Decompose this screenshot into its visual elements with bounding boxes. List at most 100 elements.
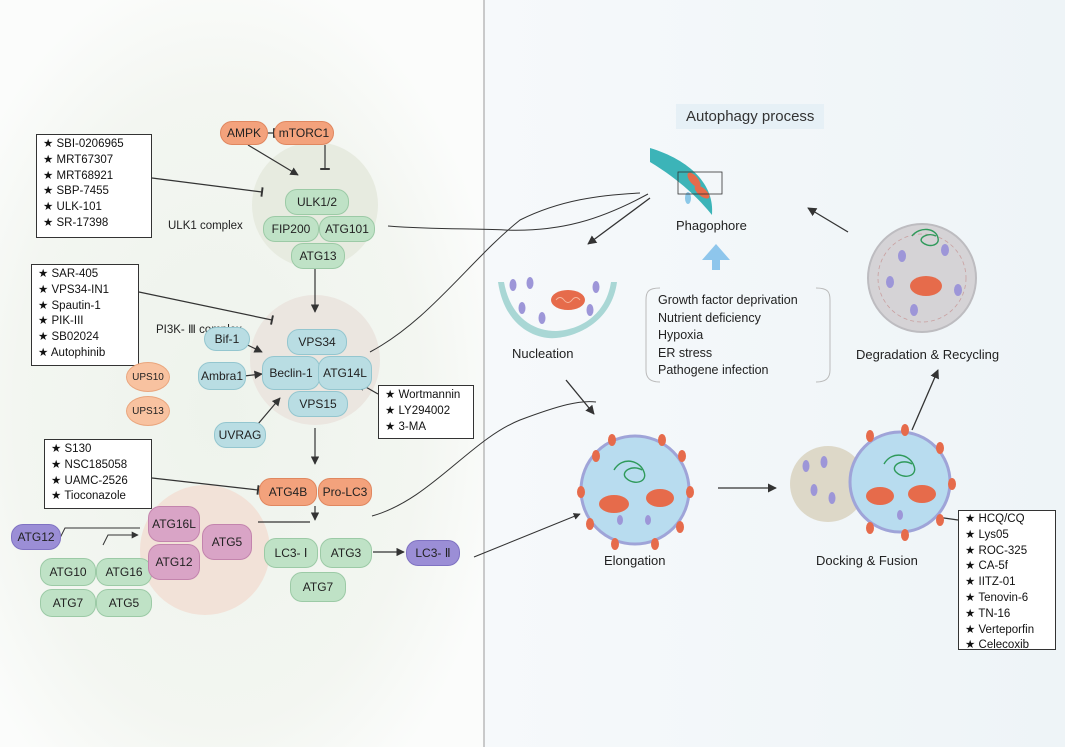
degradation-to-phagophore-arrow — [807, 207, 849, 233]
pi3k-to-phagophore-curve — [369, 192, 641, 353]
inhibitor-item: ★ CA-5f — [965, 560, 1008, 573]
inhibitor-item: ★ TN-16 — [965, 607, 1011, 620]
phagophore-icon — [650, 148, 723, 215]
atg3-node: ATG3 — [320, 538, 372, 568]
inhibitor-item: ★ ROC-325 — [965, 544, 1028, 557]
degradation-label: Degradation & Recycling — [856, 347, 1000, 362]
conditions-list: Growth factor deprivation Nutrient defic… — [658, 292, 798, 380]
atg101-node: ATG101 — [319, 216, 375, 242]
fip200-node: FIP200 — [263, 216, 319, 242]
ulk-inhibitor-box: ★ SBI-0206965 ★ MRT67307 ★ MRT68921 ★ SB… — [36, 134, 152, 238]
inhibitor-item: ★ PIK-III — [38, 315, 84, 328]
nucleation-label: Nucleation — [512, 346, 574, 361]
ups10-node: UPS10 — [126, 362, 170, 392]
docking-to-degradation-arrow — [911, 369, 939, 431]
phagophore-to-nucleation-arrow — [587, 197, 651, 245]
ampk-to-ulk — [247, 144, 299, 176]
inhibitor-item: ★ 3-MA — [385, 420, 426, 433]
diagram-title: Autophagy process — [676, 104, 825, 129]
inhibitor-item: ★ VPS34-IN1 — [38, 283, 110, 296]
pi3k-inhibitor-box: ★ Wortmannin ★ LY294002 ★ 3-MA — [378, 385, 474, 439]
phagophore-label: Phagophore — [676, 218, 747, 233]
inhibitor-item: ★ SB02024 — [38, 331, 99, 344]
uvrag-node: UVRAG — [214, 422, 266, 448]
vps15-node: VPS15 — [288, 391, 348, 417]
inhibitor-item: ★ SBP-7455 — [43, 185, 109, 198]
atg4-inhibitor-box: ★ S130 ★ NSC185058 ★ UAMC-2526 ★ Tiocona… — [44, 439, 152, 509]
docking-fusion-icon — [790, 424, 956, 541]
degradation-icon — [867, 223, 977, 333]
ulk12-node: ULK1/2 — [285, 189, 349, 215]
ups13-node: UPS13 — [126, 396, 170, 426]
inhibitor-item: ★ Tenovin-6 — [965, 591, 1029, 604]
condition-item: Hypoxia — [658, 328, 704, 342]
atg16-node: ATG16 — [96, 558, 152, 586]
condition-item: ER stress — [658, 345, 713, 360]
vps-inhibitor-line — [138, 291, 274, 325]
vps-inhibitor-box: ★ SAR-405 ★ VPS34-IN1 ★ Spautin-1 ★ PIK-… — [31, 264, 139, 366]
inhibitor-item: ★ LY294002 — [385, 404, 451, 417]
elongation-vesicle — [577, 434, 694, 550]
bif1-node: Bif-1 — [204, 327, 250, 351]
inhibitor-item: ★ UAMC-2526 — [51, 474, 128, 487]
lc3ii-node: LC3- Ⅱ — [406, 540, 460, 566]
mtorc1-node: mTORC1 — [274, 121, 334, 145]
conditions-bracket-left — [645, 287, 661, 383]
uvrag-arrow — [257, 397, 281, 425]
condition-item: Nutrient deficiency — [658, 310, 761, 325]
ulk-inhibitor-line — [151, 177, 264, 197]
lc3i-node: LC3- Ⅰ — [264, 538, 318, 568]
lc3ii-to-elongation-arrow — [473, 513, 581, 558]
nucleation-to-elongation-arrow — [565, 379, 595, 415]
beclin1-node: Beclin-1 — [262, 356, 320, 390]
ambra1-node: Ambra1 — [198, 362, 246, 390]
inhibitor-item: ★ MRT67307 — [43, 153, 114, 166]
inhibitor-item: ★ ULK-101 — [43, 201, 102, 214]
atg4b-node: ATG4B — [259, 478, 317, 506]
atg13-node: ATG13 — [291, 243, 345, 269]
inhibitor-item: ★ Tioconazole — [51, 490, 126, 503]
condition-item: Growth factor deprivation — [658, 293, 798, 307]
inhibitor-item: ★ IITZ-01 — [965, 576, 1016, 589]
atg5-node: ATG5 — [96, 589, 152, 617]
atg16l-node: ATG16L — [148, 506, 200, 542]
ulk-to-phagophore-curve — [387, 193, 649, 231]
inhibitor-item: ★ NSC185058 — [51, 458, 128, 471]
prolc3-node: Pro-LC3 — [318, 478, 372, 506]
atg5-complex-node: ATG5 — [202, 524, 252, 560]
inhibitor-item: ★ Spautin-1 — [38, 299, 101, 312]
inhibitor-item: ★ Wortmannin — [385, 389, 461, 401]
atg12-connector — [59, 527, 140, 539]
ambra1-arrow — [243, 370, 263, 380]
inhibitor-item: ★ Verteporfin — [965, 623, 1035, 636]
inhibitor-item: ★ HCQ/CQ — [965, 513, 1025, 525]
nucleation-icon — [498, 277, 617, 339]
atg7-node: ATG7 — [40, 589, 96, 617]
ulk1-complex-label: ULK1 complex — [168, 220, 243, 232]
atg14l-node: ATG14L — [318, 356, 372, 390]
atg12-node: ATG12 — [11, 524, 61, 550]
atg4-inhibitor-line — [151, 477, 260, 495]
inhibitor-item: ★ SAR-405 — [38, 268, 99, 280]
atg7-lc3-node: ATG7 — [290, 572, 346, 602]
atg10-node: ATG10 — [40, 558, 96, 586]
lysosome-inhibitor-box: ★ HCQ/CQ ★ Lys05 ★ ROC-325 ★ CA-5f ★ IIT… — [958, 510, 1056, 651]
atg12-complex-node: ATG12 — [148, 544, 200, 580]
condition-item: Pathogene infection — [658, 363, 769, 377]
conditions-bracket-right — [815, 287, 831, 383]
inhibitor-item: ★ MRT68921 — [43, 169, 114, 182]
docking-fusion-label: Docking & Fusion — [816, 553, 918, 568]
conditions-up-arrow — [702, 244, 730, 270]
inhibitor-item: ★ SBI-0206965 — [43, 138, 124, 150]
inhibitor-item: ★ SR-17398 — [43, 216, 109, 229]
atg10-connector — [102, 531, 139, 546]
inhibitor-item: ★ Celecoxib — [965, 639, 1030, 652]
vps34-node: VPS34 — [287, 329, 347, 355]
inhibitor-item: ★ Autophinib — [38, 346, 106, 359]
elongation-label: Elongation — [604, 553, 666, 568]
inhibitor-item: ★ Lys05 — [965, 528, 1009, 541]
atg4-to-elongation-curve — [371, 401, 597, 517]
ampk-node: AMPK — [220, 121, 268, 145]
inhibitor-item: ★ S130 — [51, 443, 92, 455]
